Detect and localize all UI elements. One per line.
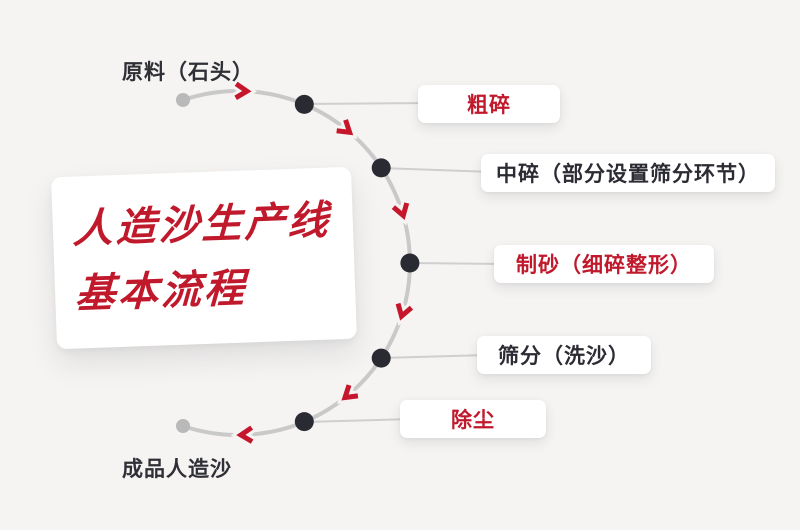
connector-line [303,102,433,105]
chevron-arrow-icon [236,425,254,444]
step-card-dust-removal: 除尘 [400,400,546,438]
step-label: 制砂（细碎整形） [516,254,692,277]
connector-line [380,354,489,359]
step-card-medium-crushing: 中碎（部分设置筛分环节） [481,154,775,192]
start-label: 原料（石头） [122,61,254,84]
connector-line [409,262,505,265]
node-dot [371,158,391,178]
step-label: 筛分（洗沙） [498,345,630,368]
chevron-arrow-icon [391,202,410,221]
start-dot [176,93,190,107]
connector-line [380,167,493,173]
connector-lines [303,102,505,423]
chevron-arrow-icon [395,302,414,321]
title-line-2: 基本流程 [74,266,248,317]
step-label: 除尘 [451,409,495,432]
connector-line [303,418,413,423]
step-card-coarse-crushing: 粗碎 [418,85,560,123]
step-label: 粗碎 [467,94,511,117]
end-dot [176,419,190,433]
step-card-sand-making: 制砂（细碎整形） [494,245,714,283]
node-dot [294,94,314,114]
title-card: 人造沙生产线 基本流程 [51,166,357,350]
step-card-screening: 筛分（洗沙） [477,336,651,374]
step-label: 中碎（部分设置筛分环节） [496,163,760,186]
direction-chevrons [234,81,414,444]
chevron-arrow-icon [336,119,354,136]
node-dot [294,412,314,432]
chevron-arrow-icon [341,384,359,401]
end-label: 成品人造沙 [122,458,232,481]
chevron-arrow-icon [234,81,252,100]
node-dot [400,253,420,273]
node-dot [371,348,391,368]
title-line-1: 人造沙生产线 [72,198,332,252]
